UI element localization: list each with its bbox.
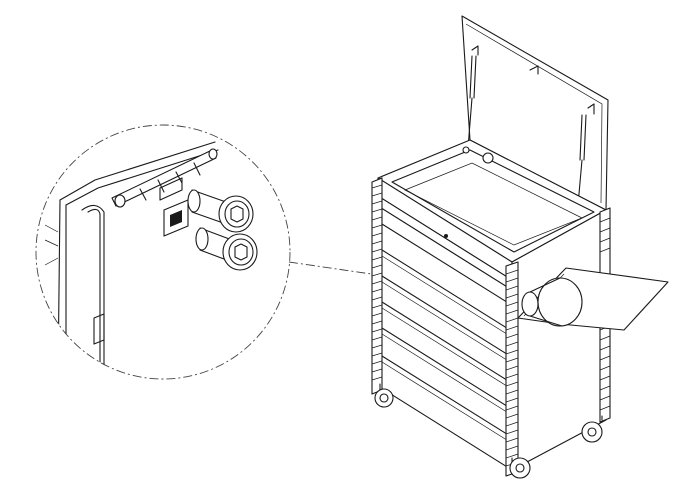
caster-icon (374, 383, 394, 408)
drawer-stack (381, 223, 511, 443)
hinge-detail-view (35, 124, 291, 380)
lid-top-edge (59, 141, 216, 201)
tool-cart (371, 15, 669, 479)
gas-spring-icon (467, 55, 587, 206)
cabinet-side-edge (57, 199, 61, 379)
screw-icon (187, 189, 254, 233)
side-shelf (517, 267, 669, 331)
lock-barrel (482, 152, 494, 164)
hinge-icon (111, 148, 218, 208)
lower-bracket (93, 313, 105, 345)
corner-post-left (371, 177, 383, 395)
caster-icon (509, 457, 531, 479)
detail-circle-outline (35, 124, 291, 380)
caster-icon (581, 415, 603, 443)
corner-post-front (505, 261, 519, 477)
screw-icon (195, 227, 258, 271)
